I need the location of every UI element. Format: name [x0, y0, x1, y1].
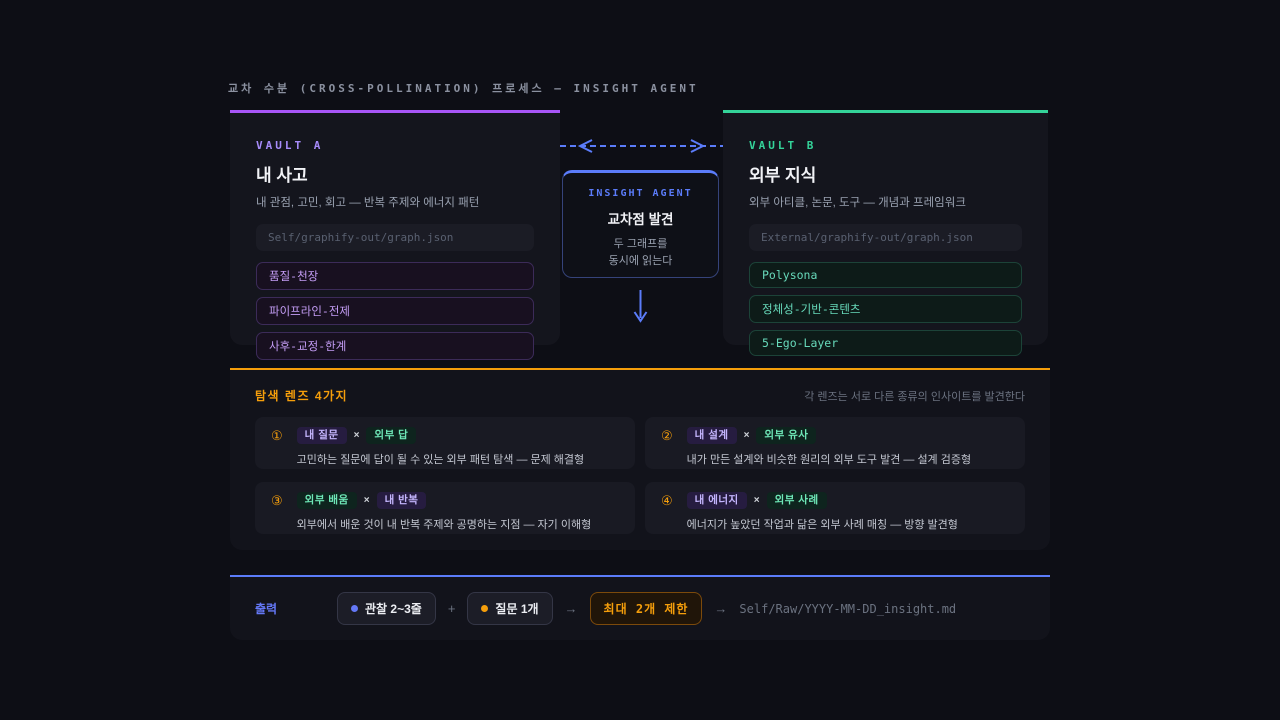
external-chip: 외부 답 — [366, 426, 417, 445]
vault-a-item[interactable]: 파이프라인-전제 — [256, 297, 534, 325]
insight-agent-desc: 두 그래프를 동시에 읽는다 — [563, 236, 718, 270]
lens-chip-row: 내 설계 × 외부 유사 — [686, 426, 971, 445]
insight-agent-desc-line2: 동시에 읽는다 — [608, 255, 673, 268]
lens-description: 에너지가 높았던 작업과 닮은 외부 사례 매칭 — 방향 발견형 — [686, 519, 958, 531]
vault-a-accent-bar — [230, 110, 560, 113]
observation-chip-label: 관찰 2~3줄 — [365, 602, 422, 616]
vault-a-item[interactable]: 품질-천장 — [256, 262, 534, 290]
cross-symbol: × — [753, 495, 760, 506]
external-chip: 외부 사례 — [766, 491, 827, 510]
arrow-symbol: → — [564, 601, 578, 616]
lens-number-badge: ① — [271, 428, 283, 443]
output-file-path: Self/Raw/YYYY-MM-DD_insight.md — [739, 601, 957, 616]
insight-agent-card: INSIGHT AGENT 교차점 발견 두 그래프를 동시에 읽는다 — [562, 170, 719, 278]
vault-b-label: VAULT B — [749, 139, 817, 152]
lens-card-1[interactable]: ① 내 질문 × 외부 답 고민하는 질문에 답이 될 수 있는 외부 패턴 탐… — [255, 417, 635, 469]
vault-b-item[interactable]: 5-Ego-Layer — [749, 330, 1022, 356]
down-arrow-icon — [633, 290, 648, 323]
lens-number-badge: ④ — [661, 493, 673, 508]
insight-agent-desc-line1: 두 그래프를 — [613, 238, 668, 250]
cross-symbol: × — [743, 430, 750, 441]
external-chip: 외부 유사 — [756, 426, 817, 445]
lens-card-4[interactable]: ④ 내 에너지 × 외부 사례 에너지가 높았던 작업과 닮은 외부 사례 매칭… — [645, 482, 1025, 534]
vault-b-path: External/graphify-out/graph.json — [749, 224, 1022, 251]
vault-a-path: Self/graphify-out/graph.json — [256, 224, 534, 251]
external-chip: 외부 배움 — [296, 491, 357, 510]
lens-description: 고민하는 질문에 답이 될 수 있는 외부 패턴 탐색 — 문제 해결형 — [296, 454, 585, 466]
question-chip[interactable]: 질문 1개 — [467, 592, 553, 625]
blue-dot-icon — [351, 605, 358, 612]
lens-description: 내가 만든 설계와 비슷한 원리의 외부 도구 발견 — 설계 검증형 — [686, 454, 972, 466]
vault-b-item[interactable]: Polysona — [749, 262, 1022, 288]
vault-b-items: Polysona 정체성-기반-콘텐츠 5-Ego-Layer — [749, 262, 1022, 356]
lens-section-header: 탐색 렌즈 4가지 각 렌즈는 서로 다른 종류의 인사이트를 발견한다 — [230, 370, 1050, 404]
output-bar: 출력 관찰 2~3줄 + 질문 1개 → 최대 2개 제한 → Self/Raw… — [230, 575, 1050, 640]
self-chip: 내 질문 — [296, 426, 347, 445]
self-chip: 내 에너지 — [686, 491, 747, 510]
vault-a-items: 품질-천장 파이프라인-전제 사후-교정-한계 — [256, 262, 534, 360]
lens-heading: 탐색 렌즈 4가지 — [255, 389, 349, 403]
vault-b-accent-bar — [723, 110, 1048, 113]
lens-section: 탐색 렌즈 4가지 각 렌즈는 서로 다른 종류의 인사이트를 발견한다 ① 내… — [230, 368, 1050, 550]
insight-agent-label: INSIGHT AGENT — [588, 188, 693, 199]
cross-symbol: × — [353, 430, 360, 441]
lens-description: 외부에서 배운 것이 내 반복 주제와 공명하는 지점 — 자기 이해형 — [296, 519, 592, 531]
vault-a-subtitle: 내 관점, 고민, 회고 — 반복 주제와 에너지 패턴 — [256, 197, 480, 209]
observation-chip[interactable]: 관찰 2~3줄 — [337, 592, 436, 625]
self-chip: 내 설계 — [686, 426, 737, 445]
orange-dot-icon — [481, 605, 489, 612]
vault-a-item[interactable]: 사후-교정-한계 — [256, 332, 534, 360]
lens-number-badge: ③ — [271, 493, 283, 508]
lens-card-2[interactable]: ② 내 설계 × 외부 유사 내가 만든 설계와 비슷한 원리의 외부 도구 발… — [645, 417, 1025, 469]
self-chip: 내 반복 — [376, 491, 427, 510]
page-title: 교차 수분 (CROSS-POLLINATION) 프로세스 — INSIGHT… — [228, 82, 699, 95]
limit-chip[interactable]: 최대 2개 제한 — [589, 592, 703, 625]
vault-a-label: VAULT A — [256, 139, 324, 152]
arrow-symbol: → — [714, 601, 728, 616]
vault-a-card: VAULT A 내 사고 내 관점, 고민, 회고 — 반복 주제와 에너지 패… — [230, 110, 560, 360]
lens-note: 각 렌즈는 서로 다른 종류의 인사이트를 발견한다 — [804, 390, 1025, 403]
lens-grid: ① 내 질문 × 외부 답 고민하는 질문에 답이 될 수 있는 외부 패턴 탐… — [255, 417, 1025, 534]
lens-chip-row: 외부 배움 × 내 반복 — [296, 491, 592, 510]
lens-number-badge: ② — [661, 428, 673, 443]
plus-symbol: + — [447, 601, 456, 616]
output-label: 출력 — [255, 602, 278, 616]
lens-card-3[interactable]: ③ 외부 배움 × 내 반복 외부에서 배운 것이 내 반복 주제와 공명하는 … — [255, 482, 635, 534]
vault-b-card: VAULT B 외부 지식 외부 아티클, 논문, 도구 — 개념과 프레임워크… — [723, 110, 1048, 356]
insight-agent-title: 교차점 발견 — [607, 212, 674, 227]
question-chip-label: 질문 1개 — [495, 602, 539, 616]
cross-symbol: × — [363, 495, 370, 506]
lens-chip-row: 내 에너지 × 외부 사례 — [686, 491, 958, 510]
vault-b-title: 외부 지식 — [749, 166, 817, 185]
vault-b-item[interactable]: 정체성-기반-콘텐츠 — [749, 295, 1022, 323]
lens-chip-row: 내 질문 × 외부 답 — [296, 426, 585, 445]
vault-a-title: 내 사고 — [256, 166, 308, 185]
vault-b-subtitle: 외부 아티클, 논문, 도구 — 개념과 프레임워크 — [749, 197, 966, 209]
bidirectional-arrow-icon — [560, 139, 723, 153]
